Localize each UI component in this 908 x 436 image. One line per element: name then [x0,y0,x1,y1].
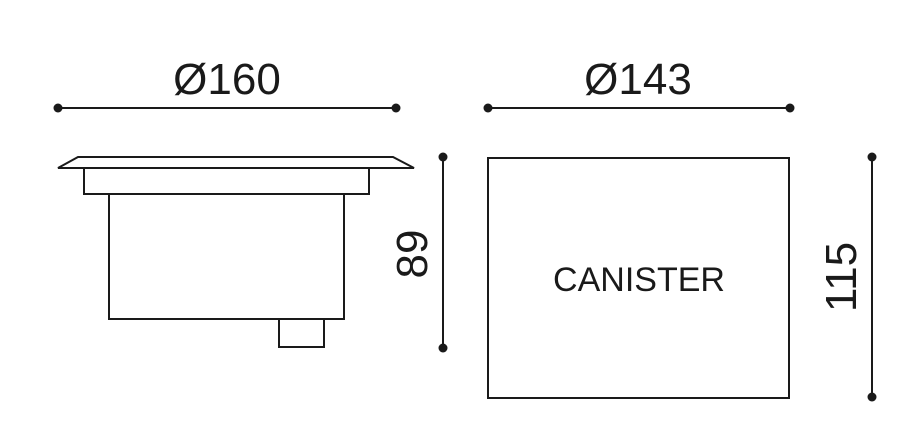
canister-view: CANISTER [487,157,790,399]
canister-height-label: 115 [817,242,866,312]
fixture-diameter-label: Ø160 [173,55,281,104]
canister-height-endpoint-top [867,152,877,162]
canister-height-endpoint-bottom [867,392,877,402]
canister-width-dimension: Ø143 [483,55,795,113]
fixture-collar [83,167,370,195]
canister-height-dimension: 115 [817,152,877,402]
fixture-height-label: 89 [388,230,437,279]
canister-body [487,157,790,399]
canister-label: CANISTER [553,261,725,299]
fixture-width-dimension: Ø160 [53,55,401,113]
fixture-body [108,193,345,320]
fixture-height-endpoint-top [438,152,448,162]
canister-width-endpoint-left [483,103,493,113]
fixture-cable-gland [278,318,325,348]
fixture-height-dimension: 89 [388,152,448,353]
canister-width-endpoint-right [785,103,795,113]
fixture-height-endpoint-bottom [438,343,448,353]
fixture-side-view [57,156,415,348]
fixture-width-endpoint-left [53,103,63,113]
fixture-width-endpoint-right [391,103,401,113]
canister-diameter-label: Ø143 [584,55,692,104]
fixture-flange [57,156,415,169]
